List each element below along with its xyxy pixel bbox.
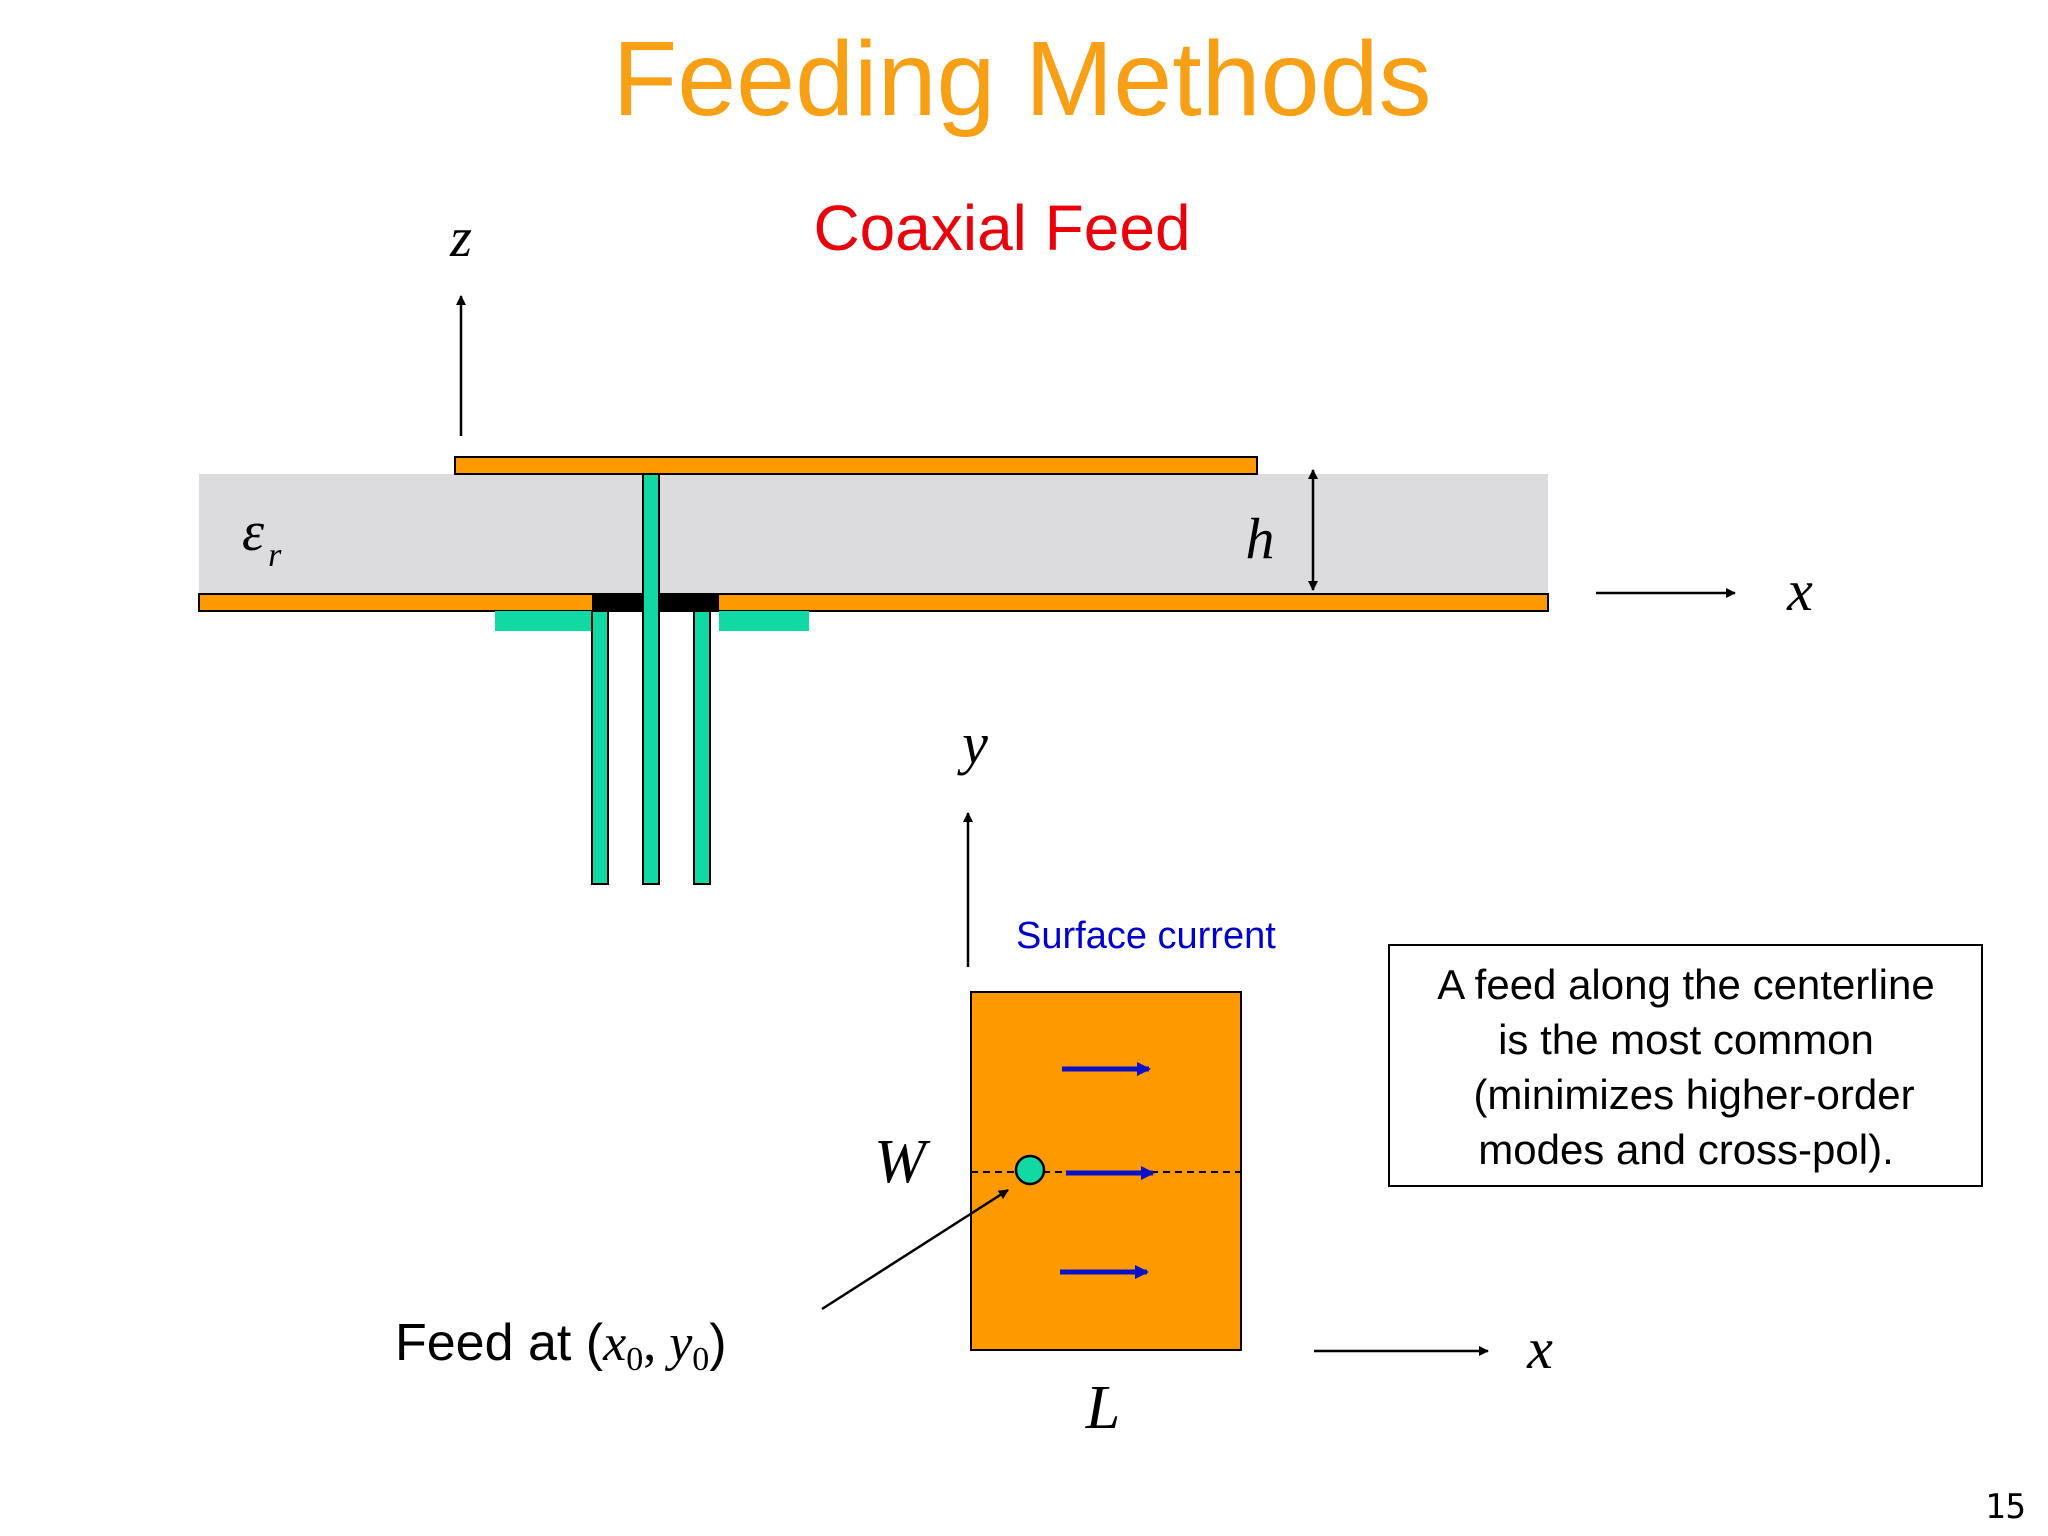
coax-inner-conductor (642, 473, 660, 885)
feed-pointer-arrow (821, 1188, 1009, 1311)
top-view-x-axis-label: x (1526, 1316, 1553, 1381)
width-label: W (874, 1128, 931, 1196)
coax-flange-left (495, 611, 592, 631)
slide-title: Feeding Methods (612, 20, 1431, 138)
coax-outer-conductor-left (591, 610, 609, 885)
side-view-x-axis-label: x (1786, 558, 1813, 623)
ground-plane (198, 593, 1549, 612)
z-axis-label: z (449, 207, 472, 269)
slide-subtitle: Coaxial Feed (813, 192, 1190, 264)
feed-location-label: Feed at (x0, y0) (395, 1314, 727, 1378)
note-box (1388, 944, 1983, 1187)
centerline-note: A feed along the centerline is the most … (1388, 944, 1983, 1187)
feed-point (1014, 1154, 1046, 1186)
top-view-diagram: y Surface current W L x Feed at (x0, y0) (395, 711, 1553, 1442)
page-number: 15 (1985, 1487, 2026, 1527)
coax-outer-conductor-right (693, 610, 711, 885)
y-axis-label: y (957, 711, 988, 776)
surface-current-label: Surface current (1016, 915, 1276, 957)
note-line-3: (minimizes higher-order (1473, 1071, 1914, 1118)
dielectric-substrate (199, 474, 1548, 594)
note-line-4: modes and cross-pol). (1478, 1126, 1894, 1173)
length-label: L (1085, 1374, 1120, 1442)
height-label: h (1246, 506, 1275, 571)
coax-flange-right (719, 611, 809, 631)
note-line-2: is the most common (1498, 1016, 1874, 1063)
note-line-1: A feed along the centerline (1437, 961, 1934, 1008)
patch-conductor (454, 456, 1258, 475)
